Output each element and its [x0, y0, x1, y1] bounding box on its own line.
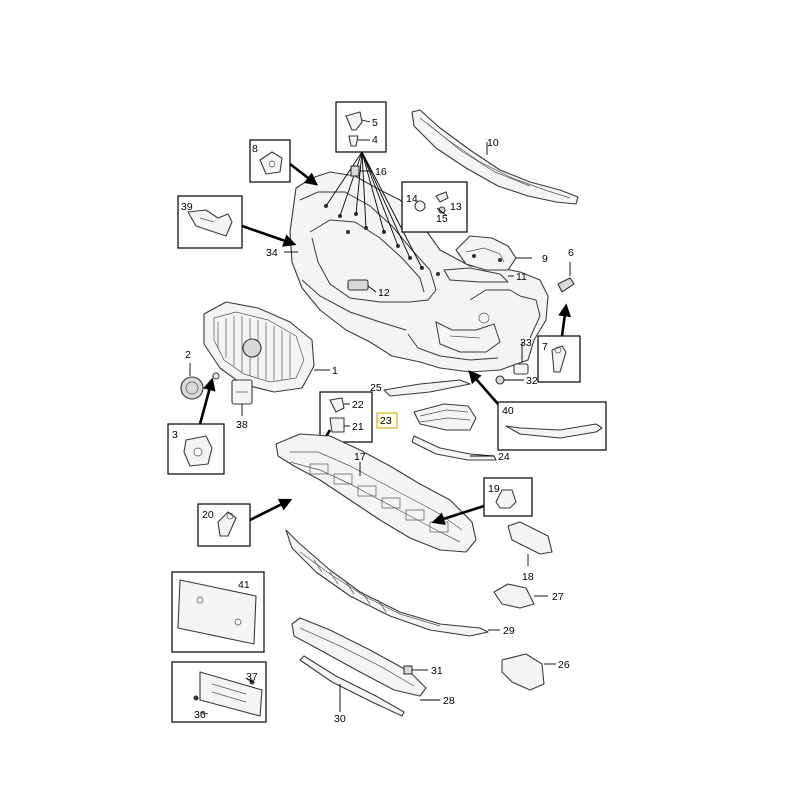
label-30: 30: [334, 713, 346, 725]
callout-box-13-15: [401, 181, 468, 233]
callout-box-3: [167, 423, 225, 475]
callout-box-19: [483, 477, 533, 517]
label-4: 4: [372, 134, 378, 146]
label-5: 5: [372, 117, 378, 129]
callout-box-8: [249, 139, 291, 183]
label-10: 10: [487, 137, 499, 149]
label-27: 27: [552, 591, 564, 603]
chrome-strip-part-30: [299, 655, 405, 717]
lower-trim-part-29: [285, 529, 489, 637]
lower-absorber-part-17: [275, 433, 477, 553]
bracket-part-26: [501, 653, 545, 691]
label-37: 37: [246, 671, 258, 683]
callout-box-4-5: [335, 101, 387, 153]
trim-strip-part-24: [411, 435, 497, 461]
bracket-part-33: [513, 363, 529, 375]
callout-box-36-37: [171, 661, 267, 723]
label-23: 23: [380, 415, 392, 427]
bracket-part-12: [347, 279, 369, 291]
label-21: 21: [352, 421, 364, 433]
callout-box-7: [537, 335, 581, 383]
label-11: 11: [516, 271, 527, 283]
label-29: 29: [503, 625, 515, 637]
label-7: 7: [542, 341, 548, 353]
callout-box-39: [177, 195, 243, 249]
label-38: 38: [236, 419, 248, 431]
callout-box-40: [497, 401, 607, 451]
part-23-highlight: [376, 412, 398, 429]
label-33: 33: [520, 337, 532, 349]
label-31: 31: [431, 665, 443, 677]
label-9: 9: [542, 253, 548, 265]
label-28: 28: [443, 695, 455, 707]
label-39: 39: [181, 201, 193, 213]
bracket-part-18: [507, 521, 553, 555]
bracket-part-11: [443, 267, 509, 283]
label-12: 12: [378, 287, 390, 299]
grille-part-1: [203, 301, 315, 393]
trim-strip-part-25: [383, 379, 471, 397]
upper-absorber-part: [411, 109, 579, 205]
label-34: 34: [266, 247, 278, 259]
clip-part-32: [495, 375, 505, 385]
label-19: 19: [488, 483, 500, 495]
clip-part-31: [403, 665, 413, 675]
label-18: 18: [522, 571, 534, 583]
fog-grille-part-23: [413, 403, 477, 431]
label-32: 32: [526, 375, 538, 387]
label-14: 14: [406, 193, 418, 205]
label-16: 16: [375, 166, 387, 178]
label-36: 36: [194, 709, 206, 721]
emblem-part-2: [180, 372, 220, 400]
clip-part-6: [557, 277, 575, 293]
label-25: 25: [370, 382, 382, 394]
label-13: 13: [450, 201, 462, 213]
part-number-labels: 10 5 4 8 16 14 13 15 39 34 6 9 11 12 33 …: [172, 117, 574, 725]
callout-box-41: [171, 571, 265, 653]
label-24: 24: [498, 451, 510, 463]
label-6: 6: [568, 247, 574, 259]
label-40: 40: [502, 405, 514, 417]
label-1: 1: [332, 365, 338, 377]
label-20: 20: [202, 509, 214, 521]
lip-spoiler-part-28: [291, 617, 427, 697]
label-22: 22: [352, 399, 364, 411]
clip-part-16: [350, 165, 360, 177]
callout-box-20: [197, 503, 251, 547]
bracket-part-27: [493, 583, 535, 609]
label-2: 2: [185, 349, 191, 361]
label-26: 26: [558, 659, 570, 671]
bumper-cover-part: [289, 171, 549, 373]
label-17: 17: [354, 451, 366, 463]
label-15: 15: [436, 213, 448, 225]
label-3: 3: [172, 429, 178, 441]
label-41: 41: [238, 579, 250, 591]
label-8: 8: [252, 143, 258, 155]
bracket-part-38: [231, 379, 253, 405]
